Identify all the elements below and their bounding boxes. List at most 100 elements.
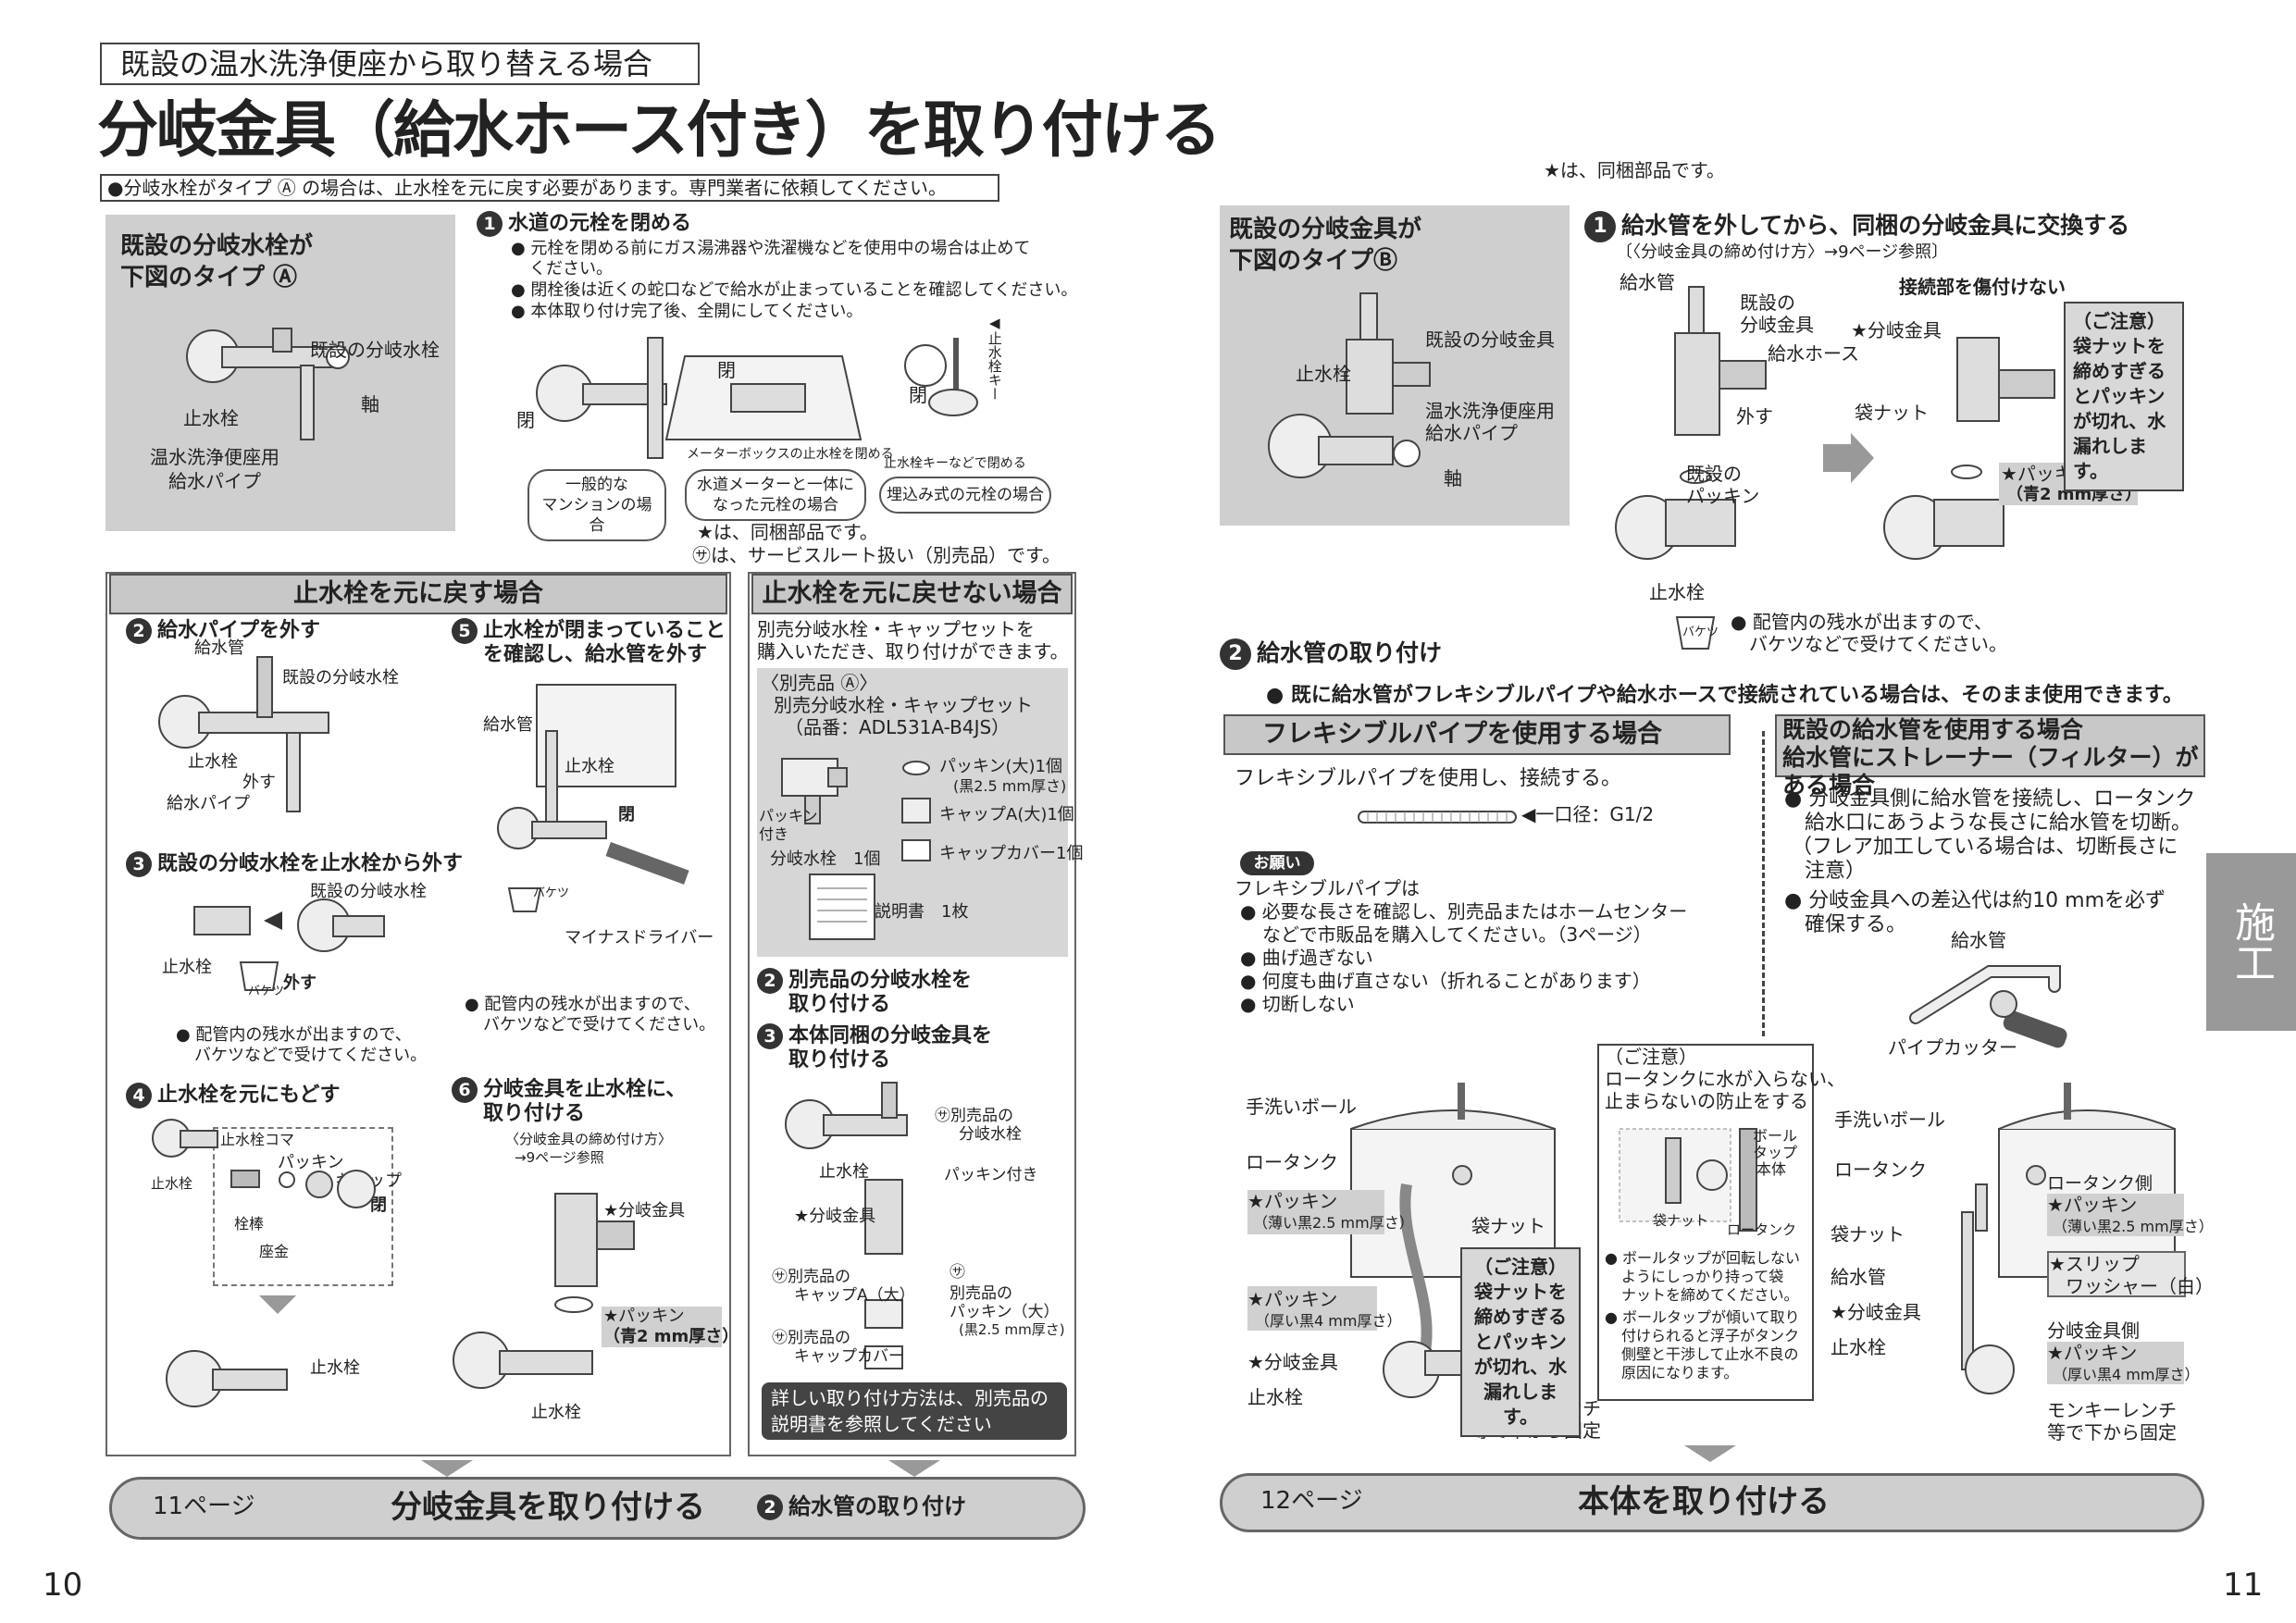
lbl: 閉: [618, 805, 635, 824]
lbl: ワッシャー（白）: [2066, 1275, 2214, 1297]
bucket-label: バケツ: [533, 886, 570, 900]
typeA-title2: 下図のタイプ Ⓐ: [120, 264, 298, 291]
lbl: ★分岐金具: [1851, 319, 1942, 341]
return-step6-illustration: [453, 1193, 635, 1389]
lbl: ロータンク: [1834, 1158, 1927, 1181]
req: ● 曲げ過ぎない: [1240, 947, 1373, 969]
typeB-title2: 下図のタイプⒷ: [1229, 247, 1398, 275]
packing-label-box: [2047, 1194, 2184, 1236]
nav-page: 12ページ: [1260, 1487, 1363, 1515]
note: ナットを締めてください。: [1621, 1286, 1799, 1304]
lbl: 外す: [1736, 405, 1773, 427]
lbl: ★パッキン: [1247, 1190, 1338, 1212]
lbl: 止水栓: [819, 1162, 869, 1182]
ball-tap-illustration: [1619, 1128, 1757, 1232]
lbl: モンキーレンチ: [2047, 1399, 2177, 1421]
req: ● 必要な長さを確認し、別売品またはホームセンター: [1240, 900, 1688, 923]
typeA-lbl-branch: 既設の分岐水栓: [310, 339, 440, 361]
lbl: ロータンク: [1246, 1151, 1338, 1173]
sec-noreturn-header: 止水栓を元に戻せない場合: [751, 574, 1073, 614]
lbl: 止水栓: [531, 1403, 581, 1422]
lbl: キャップカバー: [794, 1347, 904, 1366]
part: キャップA(大)1個: [939, 805, 1074, 824]
sec-noreturn-frame: [748, 572, 1076, 1456]
return-step6-title2: 取り付ける: [483, 1102, 586, 1125]
detail-box: 詳しい取り付け方法は、別売品の説明書を参照してください: [762, 1382, 1067, 1440]
noreturn-intro: 別売分岐水栓・キャップセットを: [757, 618, 1035, 640]
lbl: 給水管: [194, 638, 244, 658]
typeA-title: 既設の分岐水栓が: [120, 232, 314, 260]
ref: 〔〈分岐金具の締め付け方〉→9ページ参照〕: [1616, 242, 1949, 262]
typeA-lbl-pipe2: 給水パイプ: [168, 470, 261, 492]
part: パッキン: [759, 807, 818, 824]
lbl: ボール: [1753, 1127, 1798, 1145]
return-step3-illustration: [193, 898, 385, 991]
step-number: 2: [126, 618, 152, 644]
opt: 別売分岐水栓・キャップセット: [774, 694, 1033, 716]
pipe-cutter-icon: [1909, 965, 2067, 1048]
dia-label: ◀一口径：G1/2: [1521, 803, 1655, 825]
step1-illustration: [1615, 286, 2055, 560]
close-label: 閉: [909, 384, 927, 406]
lbl: 既設の分岐水栓: [310, 882, 427, 901]
lbl: ★スリップ: [2049, 1253, 2140, 1275]
lbl: 止水栓: [310, 1358, 360, 1378]
lbl: 止水栓: [1831, 1336, 1886, 1358]
step-number: 5: [452, 618, 478, 644]
note: ようにしっかり持って袋: [1621, 1268, 1784, 1285]
step-number: 2: [757, 968, 783, 994]
lbl: 手洗いボール: [1246, 1096, 1357, 1118]
lbl: 別売品の: [949, 1284, 1012, 1303]
lbl: 止水栓: [151, 1175, 193, 1192]
nav-next-left[interactable]: [109, 1477, 1086, 1540]
packing-label-box: [1247, 1190, 1384, 1234]
lbl: ★パッキン: [603, 1307, 685, 1326]
lbl: 給水ホース: [1768, 342, 1859, 365]
lbl: 止水栓: [1247, 1386, 1303, 1408]
return-step5-title2: を確認し、給水管を外す: [483, 643, 708, 666]
lbl: 止水栓: [162, 958, 212, 977]
noreturn-illustration: [785, 1082, 908, 1369]
existing-b: （フレア加工している場合は、切断長さに: [1792, 836, 2178, 859]
lbl: 軸: [1444, 467, 1462, 489]
bucket-label: バケツ: [1682, 626, 1719, 639]
note: ● ボールタップが回転しない: [1605, 1249, 1801, 1267]
lbl: 接続部を傷付けない: [1899, 276, 2066, 298]
step-number: 1: [1584, 211, 1616, 242]
lbl: ★分岐金具: [1831, 1301, 1921, 1323]
lbl: (黒2.5 mm厚さ): [959, 1321, 1065, 1338]
req: などで市販品を購入してください。（3ページ）: [1262, 923, 1652, 946]
arrow-down-icon: [888, 1460, 940, 1477]
step-number: 4: [126, 1083, 152, 1109]
opt: （品番：ADL531A-B4JS）: [785, 716, 1011, 738]
close-label: 閉: [516, 409, 535, 431]
note: バケツなどで受けてください。: [483, 1015, 716, 1035]
side-tab[interactable]: 施工: [2206, 853, 2296, 1031]
step-number: 2: [1220, 638, 1251, 670]
lbl: 止水栓: [1649, 581, 1705, 603]
return-step5-illustration: [497, 684, 689, 912]
lbl: パッキン: [1686, 485, 1760, 507]
step1-bullet: ● 元栓を閉める前にガス湯沸器や洗濯機などを使用中の場合は止めて: [511, 239, 1031, 258]
req: ● 切断しない: [1240, 993, 1355, 1015]
noreturn-step3b: 取り付ける: [788, 1048, 891, 1072]
note: ● 配管内の残水が出ますので、: [1731, 611, 1993, 633]
nav-next-right[interactable]: [1220, 1473, 2204, 1532]
opt: 〈別売品 Ⓐ〉: [761, 672, 878, 694]
note: バケツなどで受けてください。: [194, 1046, 428, 1065]
typeA-lbl-pipe: 温水洗浄便座用: [150, 446, 279, 468]
step-number: 6: [452, 1077, 478, 1103]
part: キャップカバー1個: [939, 844, 1084, 863]
lbl: キャップA（大）: [794, 1286, 915, 1305]
lbl: 外す: [283, 973, 316, 993]
req-title: フレキシブルパイプは: [1235, 877, 1420, 899]
lbl: 給水パイプ: [1425, 422, 1518, 444]
star-note: ★は、同梱部品です。: [1544, 159, 1725, 181]
part: 分岐水栓 1個: [770, 849, 881, 869]
note: 原因になります。: [1621, 1364, 1739, 1381]
keyclose-label: 止水栓キーなどで閉める: [884, 456, 1026, 471]
